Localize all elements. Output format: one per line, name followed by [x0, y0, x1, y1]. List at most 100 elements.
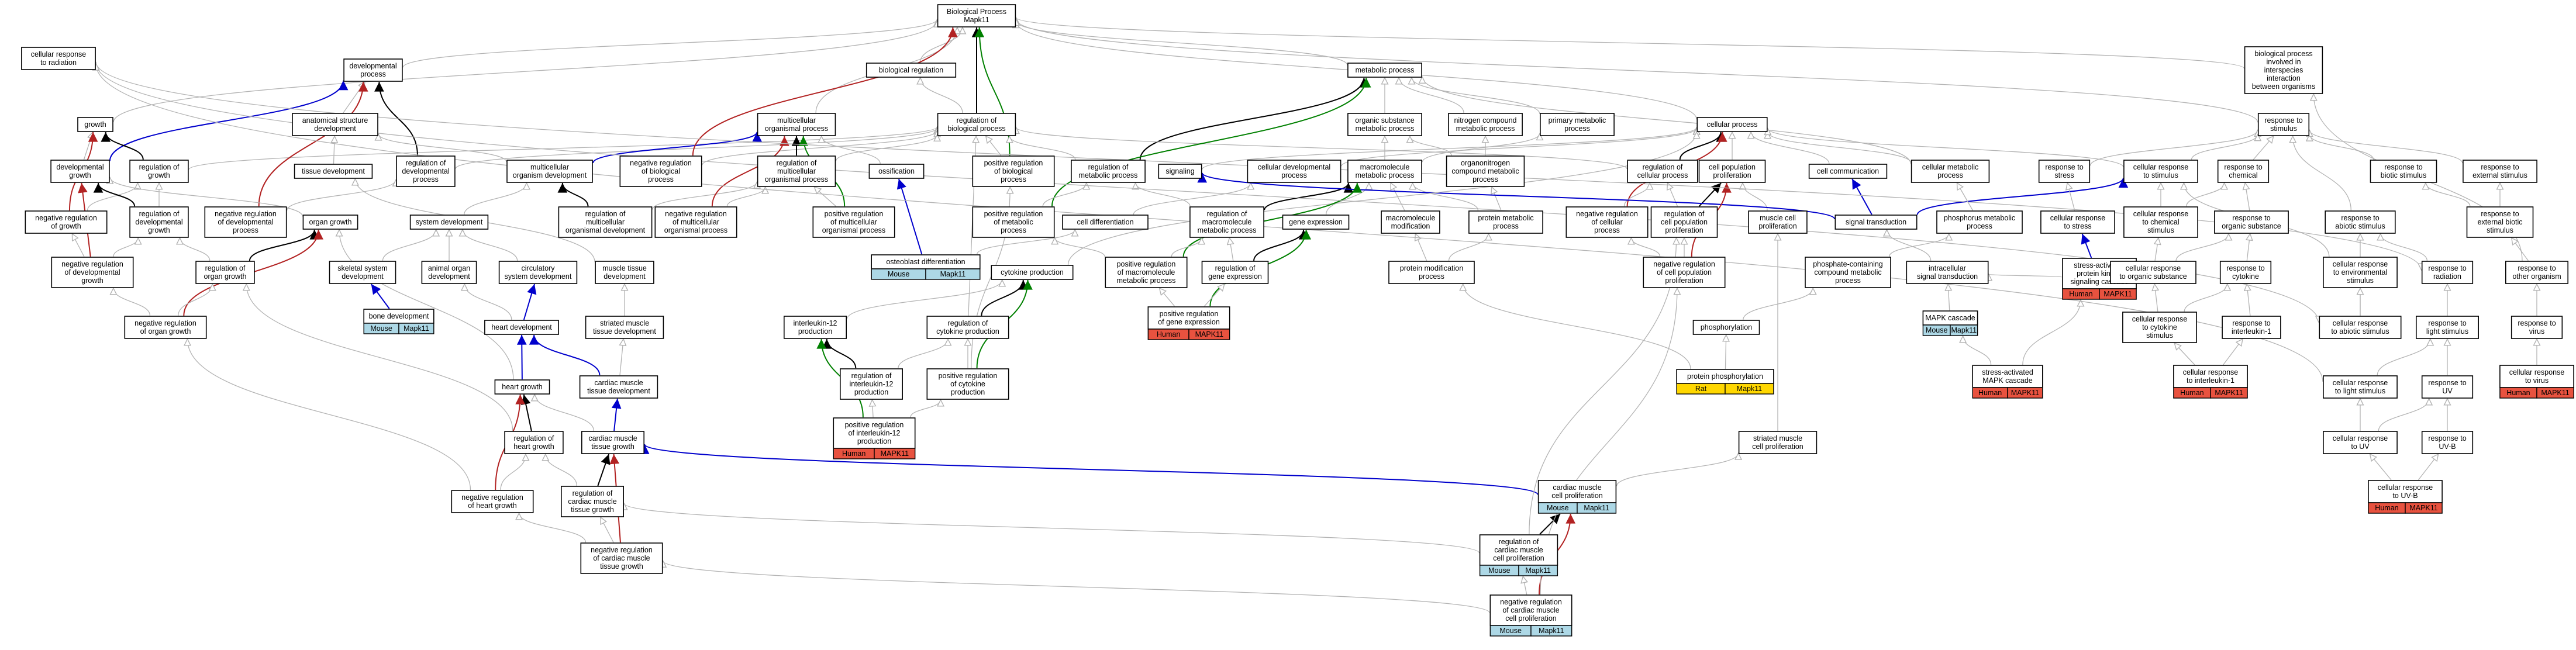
go-term-label: organonitrogen: [1461, 159, 1510, 167]
go-term-box: [2370, 160, 2437, 183]
go-term-box: [1540, 113, 1615, 136]
go-term-box: [1537, 480, 1617, 503]
go-term-label: interaction: [2267, 74, 2301, 82]
go-term-label: development: [604, 272, 646, 281]
go-term-node: cell communication: [1808, 164, 1888, 179]
go-term-label: organism development: [513, 171, 587, 179]
annotation-cell: [925, 268, 981, 280]
edge-is-a: [1067, 132, 1697, 265]
go-term-label: negative regulation: [461, 493, 523, 502]
go-term-box: [926, 316, 1009, 339]
go-term-label: metabolic process: [1356, 171, 1415, 179]
go-term-label: process: [1473, 175, 1498, 184]
go-term-box: [2421, 431, 2474, 454]
edge-positively-regulates: [974, 27, 1011, 156]
go-term-box: [1738, 431, 1818, 454]
go-term-label: heart development: [491, 323, 552, 331]
edge-is-a: [1340, 128, 1697, 167]
edge-is-a: [1016, 19, 2258, 123]
edge-is-a: [1768, 129, 2124, 168]
annotation-species: Mouse: [1926, 326, 1948, 334]
go-term-label: metabolic process: [1079, 171, 1138, 179]
go-term-label: gene expression: [1289, 218, 1343, 226]
annotation-cell: [1188, 329, 1230, 340]
go-term-label: negative regulation: [665, 210, 727, 218]
go-term-label: muscle tissue: [602, 264, 647, 272]
go-term-label: regulation of: [139, 163, 180, 171]
edge-is-a: [1957, 183, 1974, 211]
go-term-label: of macromolecule: [1118, 268, 1175, 276]
go-term-box: [2499, 365, 2574, 388]
go-term-label: organic substance: [2222, 222, 2281, 230]
go-term-label: chemical: [2229, 171, 2257, 179]
go-term-node: heart growth: [494, 379, 550, 395]
edge-is-a: [87, 183, 138, 211]
go-term-label: metabolic process: [1456, 125, 1515, 133]
edge-is-a: [1623, 183, 1650, 207]
go-term-label: regulation of: [1499, 538, 1539, 546]
go-term-label: organismal process: [822, 226, 885, 234]
edge-is-a: [1325, 183, 1369, 215]
edge-is-a: [382, 230, 436, 261]
edge-is-a: [1415, 234, 1427, 261]
go-term-label: tissue development: [587, 387, 650, 395]
go-term-node: cell differentiation: [1062, 215, 1149, 230]
edge-is-a: [2186, 183, 2225, 207]
annotation-gene: MAPK11: [2103, 290, 2132, 298]
go-term-label: regulation of: [573, 489, 613, 497]
go-term-label: regulation of: [585, 210, 626, 218]
go-term-label: metabolic process: [1356, 125, 1415, 133]
go-term-box: [195, 261, 255, 284]
go-term-box: [494, 379, 550, 395]
go-term-label: growth: [148, 171, 170, 179]
go-term-node: metabolic process: [1347, 63, 1422, 78]
go-term-box: [2110, 261, 2196, 284]
go-term-label: biological regulation: [879, 66, 944, 74]
edge-is-a: [2381, 234, 2427, 261]
edge-is-a: [822, 136, 881, 164]
edge-is-a: [2154, 284, 2158, 312]
go-term-label: regulation of: [957, 116, 997, 125]
go-term-label: positive regulation: [984, 210, 1043, 218]
edge-is-a: [2378, 399, 2429, 431]
edge-is-a: [2309, 134, 2374, 160]
annotation-gene: MAPK11: [2541, 389, 2569, 397]
go-term-label: proliferation: [1665, 226, 1703, 234]
go-term-label: positive regulation: [845, 421, 904, 429]
edge-part-of: [370, 283, 390, 309]
go-term-label: response to: [2428, 434, 2466, 442]
go-term-label: negative regulation: [1576, 210, 1638, 218]
go-term-label: cardiac muscle: [568, 497, 616, 506]
go-term-box: [991, 265, 1074, 280]
edge-is-a: [2191, 134, 2258, 160]
go-term-label: cardiac muscle: [588, 434, 637, 442]
go-term-box: [581, 431, 644, 454]
go-term-label: process: [1001, 175, 1026, 184]
go-term-label: tissue development: [593, 327, 656, 336]
go-term-label: signal transduction: [1846, 218, 1906, 226]
go-term-label: cell proliferation: [1551, 492, 1603, 500]
go-term-box: [2257, 113, 2310, 136]
go-term-label: cellular metabolic: [1922, 163, 1979, 171]
edge-is-a: [726, 187, 765, 207]
go-term-label: response to: [2045, 163, 2083, 171]
go-term-box: [2217, 160, 2270, 183]
annotation-gene: MAPK11: [1195, 330, 1223, 338]
nodes-layer: Biological ProcessMapk11developmentalpro…: [21, 4, 2574, 637]
go-term-label: developmental: [349, 62, 396, 70]
go-term-label: cellular process: [1637, 171, 1688, 179]
go-term-box: [1748, 210, 1808, 234]
go-term-label: protein phosphorylation: [1687, 372, 1763, 381]
